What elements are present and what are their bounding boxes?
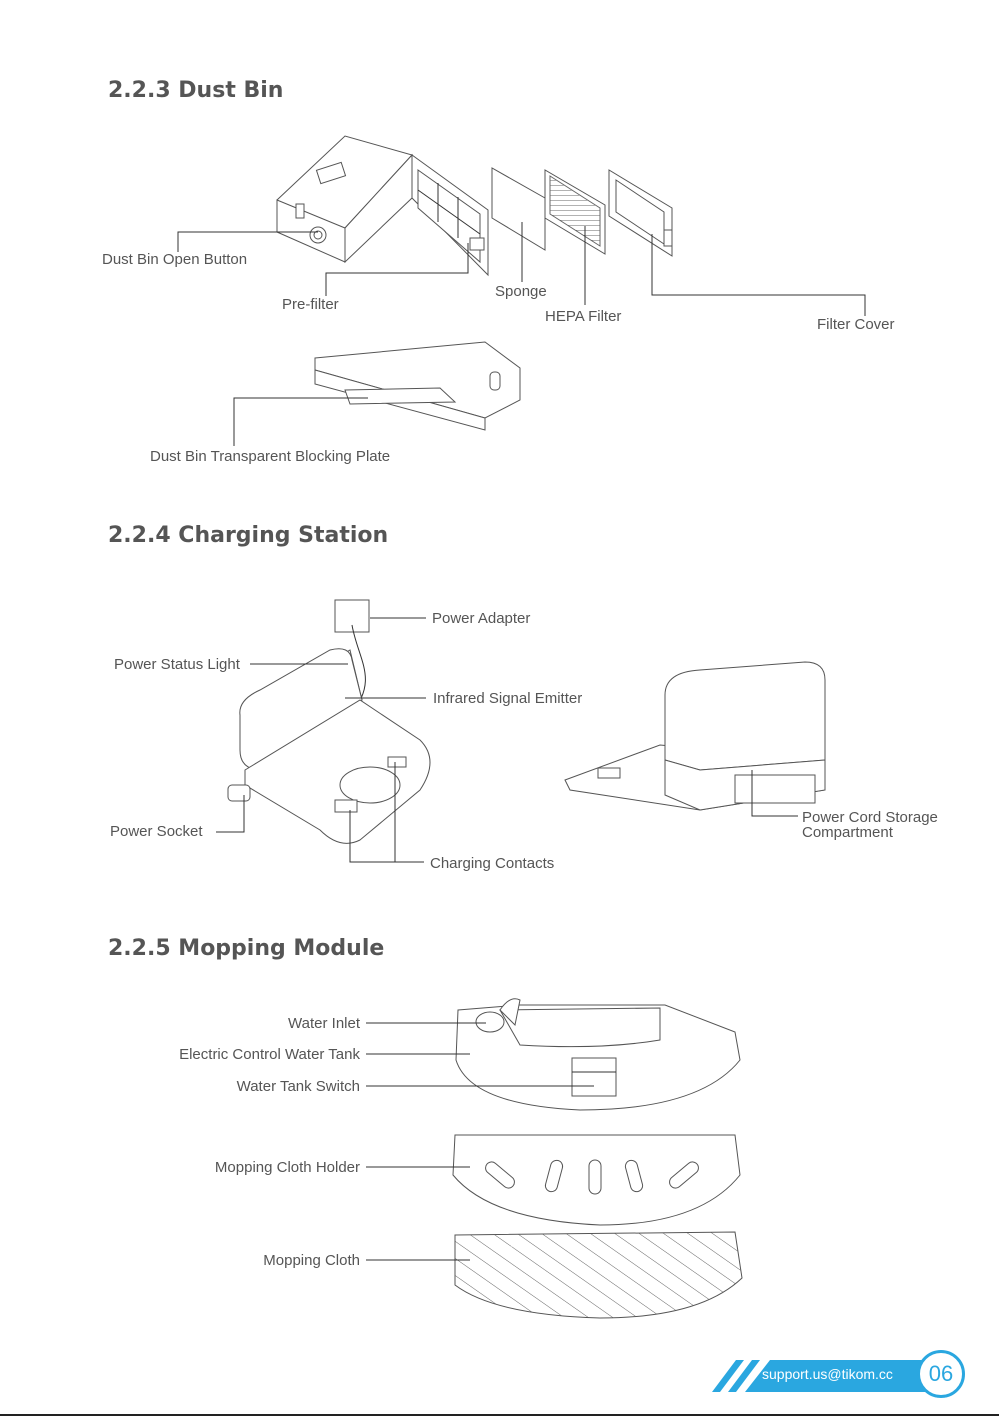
mopping-cloth-illustration — [455, 1232, 742, 1318]
section-title-dust-bin: 2.2.3 Dust Bin — [108, 78, 283, 103]
label-power-adapter: Power Adapter — [432, 610, 530, 627]
label-transparent-blocking-plate: Dust Bin Transparent Blocking Plate — [150, 448, 390, 465]
charging-station-rear-illustration — [565, 662, 825, 810]
label-water-inlet: Water Inlet — [288, 1015, 360, 1032]
label-pre-filter: Pre-filter — [282, 296, 339, 313]
section-title-charging-station: 2.2.4 Charging Station — [108, 523, 388, 548]
sponge-illustration — [492, 168, 545, 250]
label-power-status-light: Power Status Light — [114, 656, 240, 673]
label-electric-control-water-tank: Electric Control Water Tank — [179, 1046, 360, 1063]
label-mopping-cloth-holder: Mopping Cloth Holder — [215, 1159, 360, 1176]
label-hepa-filter: HEPA Filter — [545, 308, 621, 325]
support-email-link[interactable]: support.us@tikom.cc — [762, 1366, 893, 1382]
page-number: 06 — [917, 1350, 965, 1398]
label-charging-contacts: Charging Contacts — [430, 855, 554, 872]
blocking-plate-illustration — [315, 342, 520, 430]
label-water-tank-switch: Water Tank Switch — [237, 1078, 360, 1095]
label-dust-bin-open-button: Dust Bin Open Button — [102, 251, 247, 268]
filter-cover-illustration — [609, 170, 672, 256]
label-mopping-cloth: Mopping Cloth — [263, 1252, 360, 1269]
pre-filter-illustration — [412, 155, 488, 275]
hepa-illustration — [545, 170, 605, 254]
dust-bin-illustration — [277, 136, 412, 262]
water-tank-illustration — [456, 999, 740, 1110]
label-power-socket: Power Socket — [110, 823, 203, 840]
charging-station-illustration — [228, 600, 430, 843]
label-filter-cover: Filter Cover — [817, 316, 895, 333]
label-power-cord-storage-line2: Compartment — [802, 824, 893, 841]
label-sponge: Sponge — [495, 283, 547, 300]
label-power-cord-storage: Power Cord Storage Compartment — [802, 810, 938, 840]
mopping-cloth-holder-illustration — [453, 1135, 740, 1225]
label-infrared-signal-emitter: Infrared Signal Emitter — [433, 690, 582, 707]
section-title-mopping-module: 2.2.5 Mopping Module — [108, 936, 384, 961]
